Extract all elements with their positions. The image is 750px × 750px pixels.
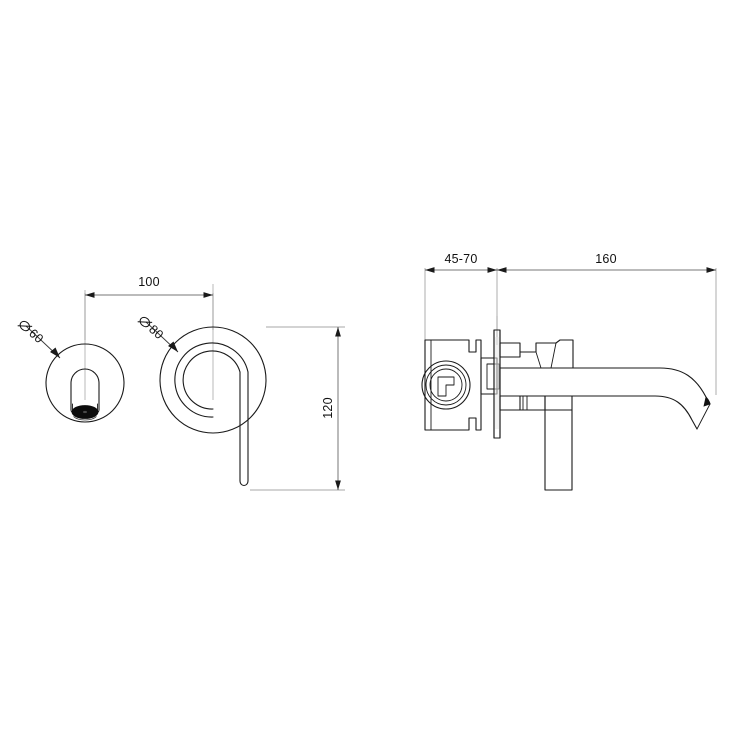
diameter-symbol-slash-80 [137,321,153,323]
escutcheon-plate-outline [493,329,501,439]
dimension-label-100: 100 [138,275,159,289]
spout-lower-edge [499,395,698,430]
valve-cartridge-mid-ring [425,364,467,406]
dimension-45-70: 45-70 [424,252,498,350]
trim-sleeve-bevel-2 [550,342,557,369]
valve-body-bracket [424,339,482,431]
lever-arm-tip [239,480,249,487]
handle-escutcheon-plate [159,326,267,434]
lever-side-profile [544,395,573,491]
upper-collar-block [499,342,521,358]
spout-escutcheon-assembly [45,343,125,423]
spout-tip-face [696,403,711,430]
lever-side-body [544,395,573,491]
lower-collar-block [499,395,521,411]
dimension-label-160: 160 [595,252,616,266]
diameter-symbol-slash-60 [17,325,33,327]
escutcheon-plate-shade [494,337,500,429]
lever-collar-outer [174,342,249,418]
diameter-symbol-circle-60 [19,320,31,332]
aerator-lower-rim [73,416,97,421]
dimension-100: 100 [84,275,214,340]
valve-cartridge-keyway [437,376,455,397]
dimension-120: 120 [250,326,345,491]
dimension-label-45-70: 45-70 [445,252,478,266]
dimension-160: 160 [497,252,717,395]
rough-in-valve-body [421,339,482,431]
wall-plate-section [480,316,501,439]
leader-arrow-dia80 [168,341,178,352]
spout-body-front [70,368,100,411]
spout-side-profile [499,339,711,430]
dimension-label-120: 120 [321,397,335,418]
spout-tip-aerator [703,396,711,407]
aerator-highlight [83,410,87,414]
handle-escutcheon-assembly [159,326,267,487]
valve-cartridge-outer-ring [421,360,471,410]
valve-cartridge-inner-ring [429,368,463,402]
spout-escutcheon-plate [45,343,125,423]
trim-sleeve-bevel [535,351,542,369]
side-elevation-view: 45-70 160 [421,252,717,491]
diameter-symbol-circle-80 [139,316,151,328]
lever-collar-inner [182,350,241,410]
